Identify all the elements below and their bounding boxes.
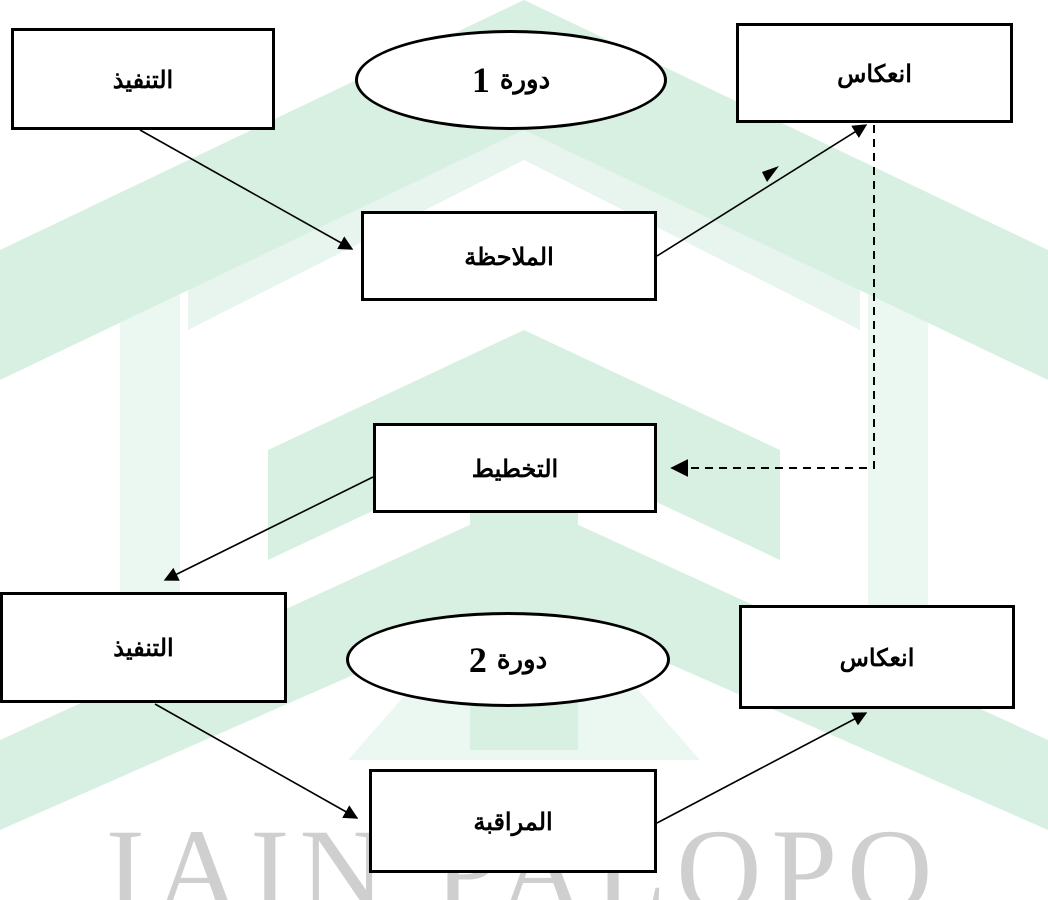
cycle2-acting-label: التنفيذ: [113, 633, 174, 662]
planning-box: التخطيط: [373, 423, 657, 513]
cycle2-ellipse: دورة 2: [346, 612, 670, 707]
arrow-planning-to-acting-2: [163, 476, 374, 581]
cycle2-reflecting-label: انعكاس: [839, 642, 915, 672]
cycle1-reflecting-label: انعكاس: [837, 58, 912, 88]
cycle2-observing-label: المراقبة: [473, 806, 553, 836]
cycle1-acting-label: التنفيذ: [112, 64, 174, 94]
cycle1-ellipse: دورة 1: [355, 30, 667, 130]
arrow-reflecting-to-planning: [670, 125, 875, 477]
cycle1-word: دورة: [499, 65, 551, 95]
cycle1-acting-box: التنفيذ: [11, 28, 275, 130]
cycle2-observing-box: المراقبة: [369, 769, 657, 873]
cycle1-number: 1: [471, 60, 490, 100]
cycle2-acting-box: التنفيذ: [0, 592, 287, 703]
cycle2-word: دورة: [496, 644, 548, 675]
arrow-mid-head-1: [762, 166, 779, 182]
cycle1-observing-box: الملاحظة: [361, 211, 657, 301]
arrow-observing-to-reflecting-2: [656, 712, 868, 824]
planning-label: التخطيط: [471, 453, 559, 483]
cycle2-reflecting-box: انعكاس: [739, 605, 1015, 709]
cycle1-reflecting-box: انعكاس: [736, 23, 1013, 123]
arrow-acting-to-observing-1: [139, 129, 354, 250]
cycle2-number: 2: [468, 639, 487, 680]
arrow-observing-to-reflecting-1: [656, 124, 868, 257]
cycle1-observing-label: الملاحظة: [464, 241, 554, 271]
arrow-acting-to-observing-2: [154, 703, 359, 819]
